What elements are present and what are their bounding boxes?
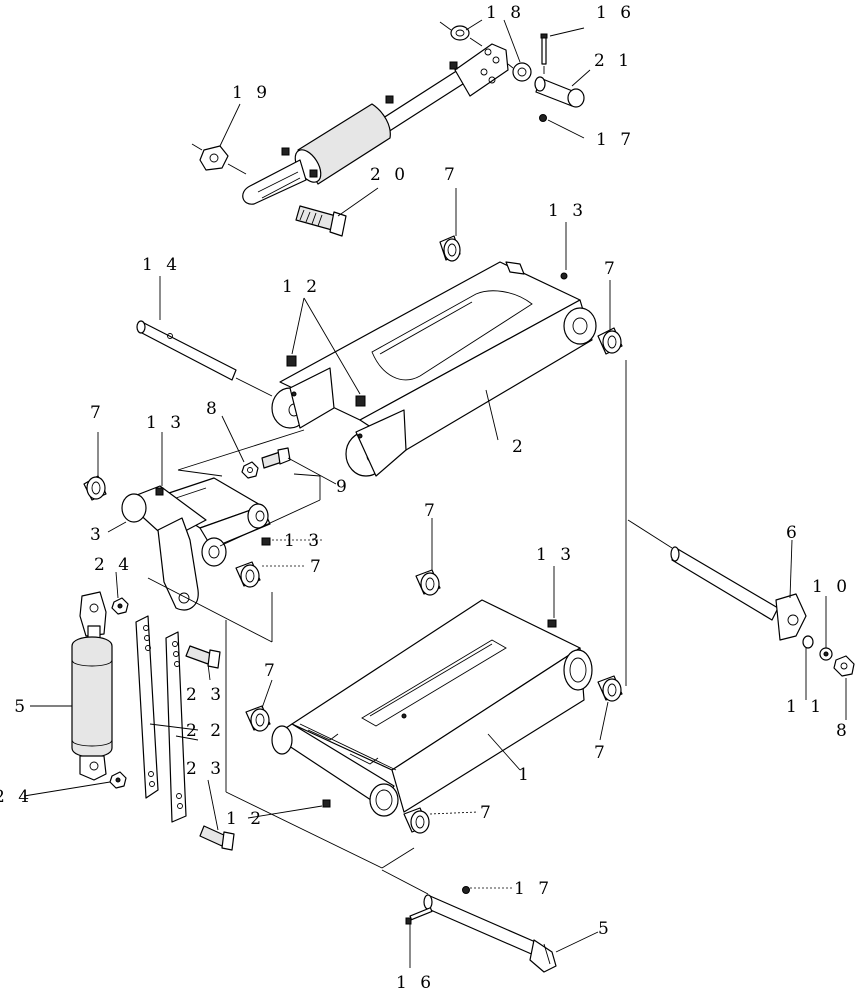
callout-7-a: 7 xyxy=(444,165,459,185)
callout-1: 1 xyxy=(518,765,533,785)
callout-7-d: 7 xyxy=(310,557,325,577)
bushing-mid-left xyxy=(235,561,261,588)
callout-15: 1 5 xyxy=(0,697,29,717)
bracket-part-3 xyxy=(121,477,271,611)
bushing-lower-d xyxy=(403,807,430,834)
lower-arm-part-1 xyxy=(271,599,593,817)
callout-23-b: 2 3 xyxy=(186,759,225,779)
callout-22: 2 2 xyxy=(186,721,225,741)
callout-8-a: 8 xyxy=(206,399,221,419)
callout-12-b: 1 2 xyxy=(226,809,265,829)
callout-16-top: 1 6 xyxy=(596,3,635,23)
hydraulic-cylinder-part-15 xyxy=(71,591,129,789)
callout-17-bottom: 1 7 xyxy=(514,879,553,899)
callout-24-b: 2 4 xyxy=(0,787,33,807)
callout-7-g: 7 xyxy=(594,743,609,763)
callout-9: 9 xyxy=(336,477,351,497)
callout-3: 3 xyxy=(90,525,105,545)
callout-7-b: 7 xyxy=(604,259,619,279)
callout-5: 5 xyxy=(598,919,613,939)
bushing-lower-b xyxy=(245,705,271,732)
bushing-left xyxy=(83,475,107,501)
link-plates-part-22 xyxy=(135,615,187,823)
bushing-upper-right xyxy=(597,327,623,355)
callout-13-c: 1 3 xyxy=(284,531,323,551)
callout-21: 2 1 xyxy=(594,51,633,71)
upper-arm-part-2 xyxy=(271,261,597,477)
pin-part-5 xyxy=(381,869,557,973)
bolts-part-23 xyxy=(185,645,235,851)
callout-16-bottom: 1 6 xyxy=(396,973,435,993)
callout-23-a: 2 3 xyxy=(186,685,225,705)
washer-nut-parts-10-11-8 xyxy=(802,635,855,677)
callout-20: 2 0 xyxy=(370,165,409,185)
pin-part-14 xyxy=(136,320,273,397)
callout-13-b: 1 3 xyxy=(146,413,185,433)
callout-6: 6 xyxy=(786,523,801,543)
callout-leaders xyxy=(23,19,847,968)
hydraulic-cylinder-top xyxy=(191,21,585,237)
bushing-lower-c xyxy=(597,675,623,702)
callout-7-c: 7 xyxy=(90,403,105,423)
callout-2: 2 xyxy=(512,437,527,457)
pin-part-6 xyxy=(627,519,807,641)
callout-13-d: 1 3 xyxy=(536,545,575,565)
cotter-ball-parts-16-17 xyxy=(405,886,470,925)
assembly-lines xyxy=(147,360,627,869)
callout-labels: 1 8 1 6 2 1 1 7 1 9 2 0 7 1 3 1 4 7 1 2 … xyxy=(0,3,851,993)
callout-17-top: 1 7 xyxy=(596,130,635,150)
callout-7-f: 7 xyxy=(264,661,279,681)
nut-bolt-parts-8-9 xyxy=(241,447,291,479)
bushing-upper-left xyxy=(439,235,461,262)
callout-24-a: 2 4 xyxy=(94,555,133,575)
bushing-lower-a xyxy=(415,569,441,596)
callout-7-e: 7 xyxy=(424,501,439,521)
callout-18: 1 8 xyxy=(486,3,525,23)
callout-11: 1 1 xyxy=(786,697,825,717)
callout-19: 1 9 xyxy=(232,83,271,103)
callout-8-b: 8 xyxy=(836,721,851,741)
callout-13-a: 1 3 xyxy=(548,201,587,221)
callout-12-a: 1 2 xyxy=(282,277,321,297)
callout-14: 1 4 xyxy=(142,255,181,275)
callout-7-h: 7 xyxy=(480,803,495,823)
callout-10: 1 0 xyxy=(812,577,851,597)
